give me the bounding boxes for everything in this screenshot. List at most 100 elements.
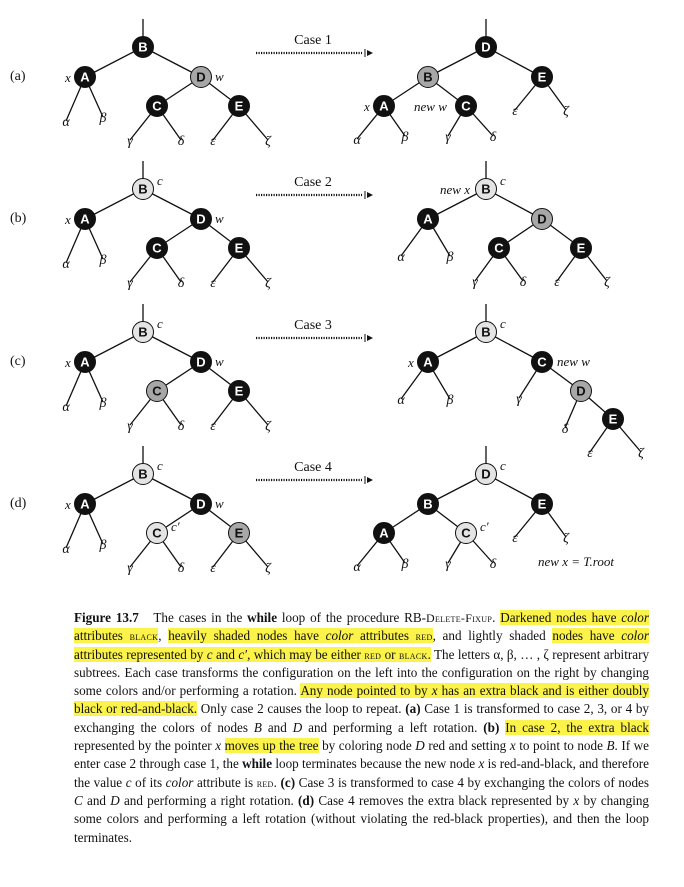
tree-node-D xyxy=(570,380,592,402)
subtree-label: δ xyxy=(490,130,497,145)
node-label: A xyxy=(80,70,90,85)
node-annotation: x xyxy=(64,212,71,227)
node-label: C xyxy=(461,99,471,114)
node-label: B xyxy=(481,182,490,197)
tree-node-E xyxy=(602,408,624,430)
node-annotation: c xyxy=(157,173,163,188)
node-annotation: x xyxy=(64,497,71,512)
subtree-label: ε xyxy=(210,419,216,434)
tree-node-E xyxy=(570,237,592,259)
node-label: E xyxy=(235,526,244,541)
tree-node-D xyxy=(190,351,212,373)
subtree-label: δ xyxy=(520,275,527,290)
tree-node-C xyxy=(146,95,168,117)
subtree-label: ζ xyxy=(265,134,272,149)
subtree-label: γ xyxy=(516,392,522,407)
tree-node-A xyxy=(417,351,439,373)
subtree-label: β xyxy=(99,111,107,126)
node-label: B xyxy=(423,497,432,512)
tree-node-E xyxy=(531,493,553,515)
subtree-label: γ xyxy=(127,419,133,434)
node-label: E xyxy=(609,412,618,427)
tree-node-E xyxy=(228,237,250,259)
node-annotation: new w xyxy=(557,354,590,369)
node-label: D xyxy=(196,70,205,85)
node-label: E xyxy=(538,70,547,85)
node-annotation: new w xyxy=(414,99,447,114)
node-label: B xyxy=(423,70,432,85)
subtree-label: δ xyxy=(178,419,185,434)
node-annotation: w xyxy=(215,496,224,511)
subtree-label: ζ xyxy=(638,446,645,461)
subtree-label: ζ xyxy=(563,531,570,546)
subtree-label: ε xyxy=(512,531,518,546)
node-label: A xyxy=(379,526,389,541)
subtree-label: α xyxy=(353,133,361,148)
node-label: B xyxy=(481,325,490,340)
highlight-moves-up: moves up the tree xyxy=(224,738,319,754)
node-label: A xyxy=(423,355,433,370)
node-annotation: x xyxy=(64,355,71,370)
subtree-label: α xyxy=(62,257,70,272)
node-annotation: c xyxy=(157,458,163,473)
node-label: D xyxy=(576,384,585,399)
tree-node-C xyxy=(146,237,168,259)
node-annotation: x xyxy=(407,355,414,370)
node-label: E xyxy=(235,241,244,256)
node-label: D xyxy=(196,497,205,512)
tree-node-E xyxy=(531,66,553,88)
node-label: B xyxy=(138,325,147,340)
tree-node-E xyxy=(228,380,250,402)
node-label: E xyxy=(538,497,547,512)
tree-node-B xyxy=(132,321,154,343)
tree-node-C xyxy=(455,522,477,544)
tree-node-B xyxy=(475,178,497,200)
node-label: C xyxy=(152,99,162,114)
tree-node-D xyxy=(475,36,497,58)
tree-node-B xyxy=(132,178,154,200)
subtree-label: δ xyxy=(178,276,185,291)
subtree-label: β xyxy=(99,538,107,553)
tree-node-A xyxy=(74,66,96,88)
root-note: new x = T.root xyxy=(538,554,614,569)
case-label: Case 1 xyxy=(294,33,332,48)
tree-node-D xyxy=(190,493,212,515)
subtree-label: β xyxy=(401,130,409,145)
tree-node-A xyxy=(373,95,395,117)
highlight-case2: In case 2, the extra black xyxy=(505,719,649,735)
case-label: Case 2 xyxy=(294,175,332,190)
subtree-label: δ xyxy=(562,422,569,437)
tree-node-D xyxy=(190,66,212,88)
subtree-label: ε xyxy=(512,104,518,119)
subtree-label: β xyxy=(99,253,107,268)
node-annotation: c′ xyxy=(480,519,489,534)
subtree-label: β xyxy=(401,557,409,572)
subtree-label: ε xyxy=(587,446,593,461)
figure-number: Figure 13.7 xyxy=(74,610,139,625)
subtree-label: α xyxy=(353,560,361,575)
tree-node-B xyxy=(417,493,439,515)
subtree-label: γ xyxy=(445,557,451,572)
tree-node-A xyxy=(373,522,395,544)
subtree-label: γ xyxy=(472,275,478,290)
subtree-label: ζ xyxy=(265,276,272,291)
tree-node-D xyxy=(190,208,212,230)
node-label: A xyxy=(80,212,90,227)
subtree-label: α xyxy=(62,115,70,130)
highlight-heavily-shaded: heavily shaded nodes have color attribut… xyxy=(168,628,433,644)
node-label: E xyxy=(235,384,244,399)
subtree-label: β xyxy=(99,396,107,411)
node-annotation: c xyxy=(157,316,163,331)
subtree-label: α xyxy=(62,400,70,415)
node-label: B xyxy=(138,467,147,482)
subtree-label: α xyxy=(62,542,70,557)
subtree-label: α xyxy=(397,250,405,265)
subtree-label: ε xyxy=(554,275,560,290)
node-annotation: w xyxy=(215,211,224,226)
case-arrow-head xyxy=(367,50,373,56)
tree-node-B xyxy=(132,463,154,485)
node-label: D xyxy=(196,212,205,227)
